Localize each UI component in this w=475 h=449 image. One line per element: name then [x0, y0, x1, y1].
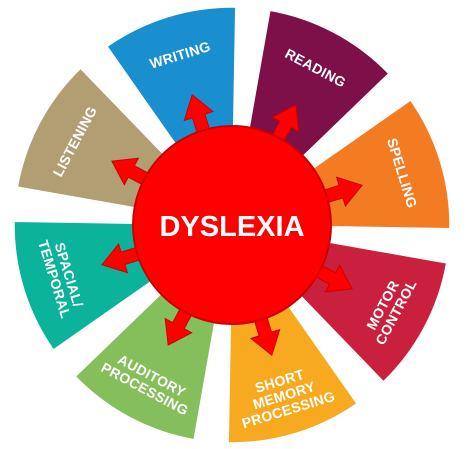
center-circle: [132, 125, 332, 325]
center-label: DYSLEXIA: [159, 211, 304, 243]
hub-layer: DYSLEXIA: [132, 125, 332, 325]
